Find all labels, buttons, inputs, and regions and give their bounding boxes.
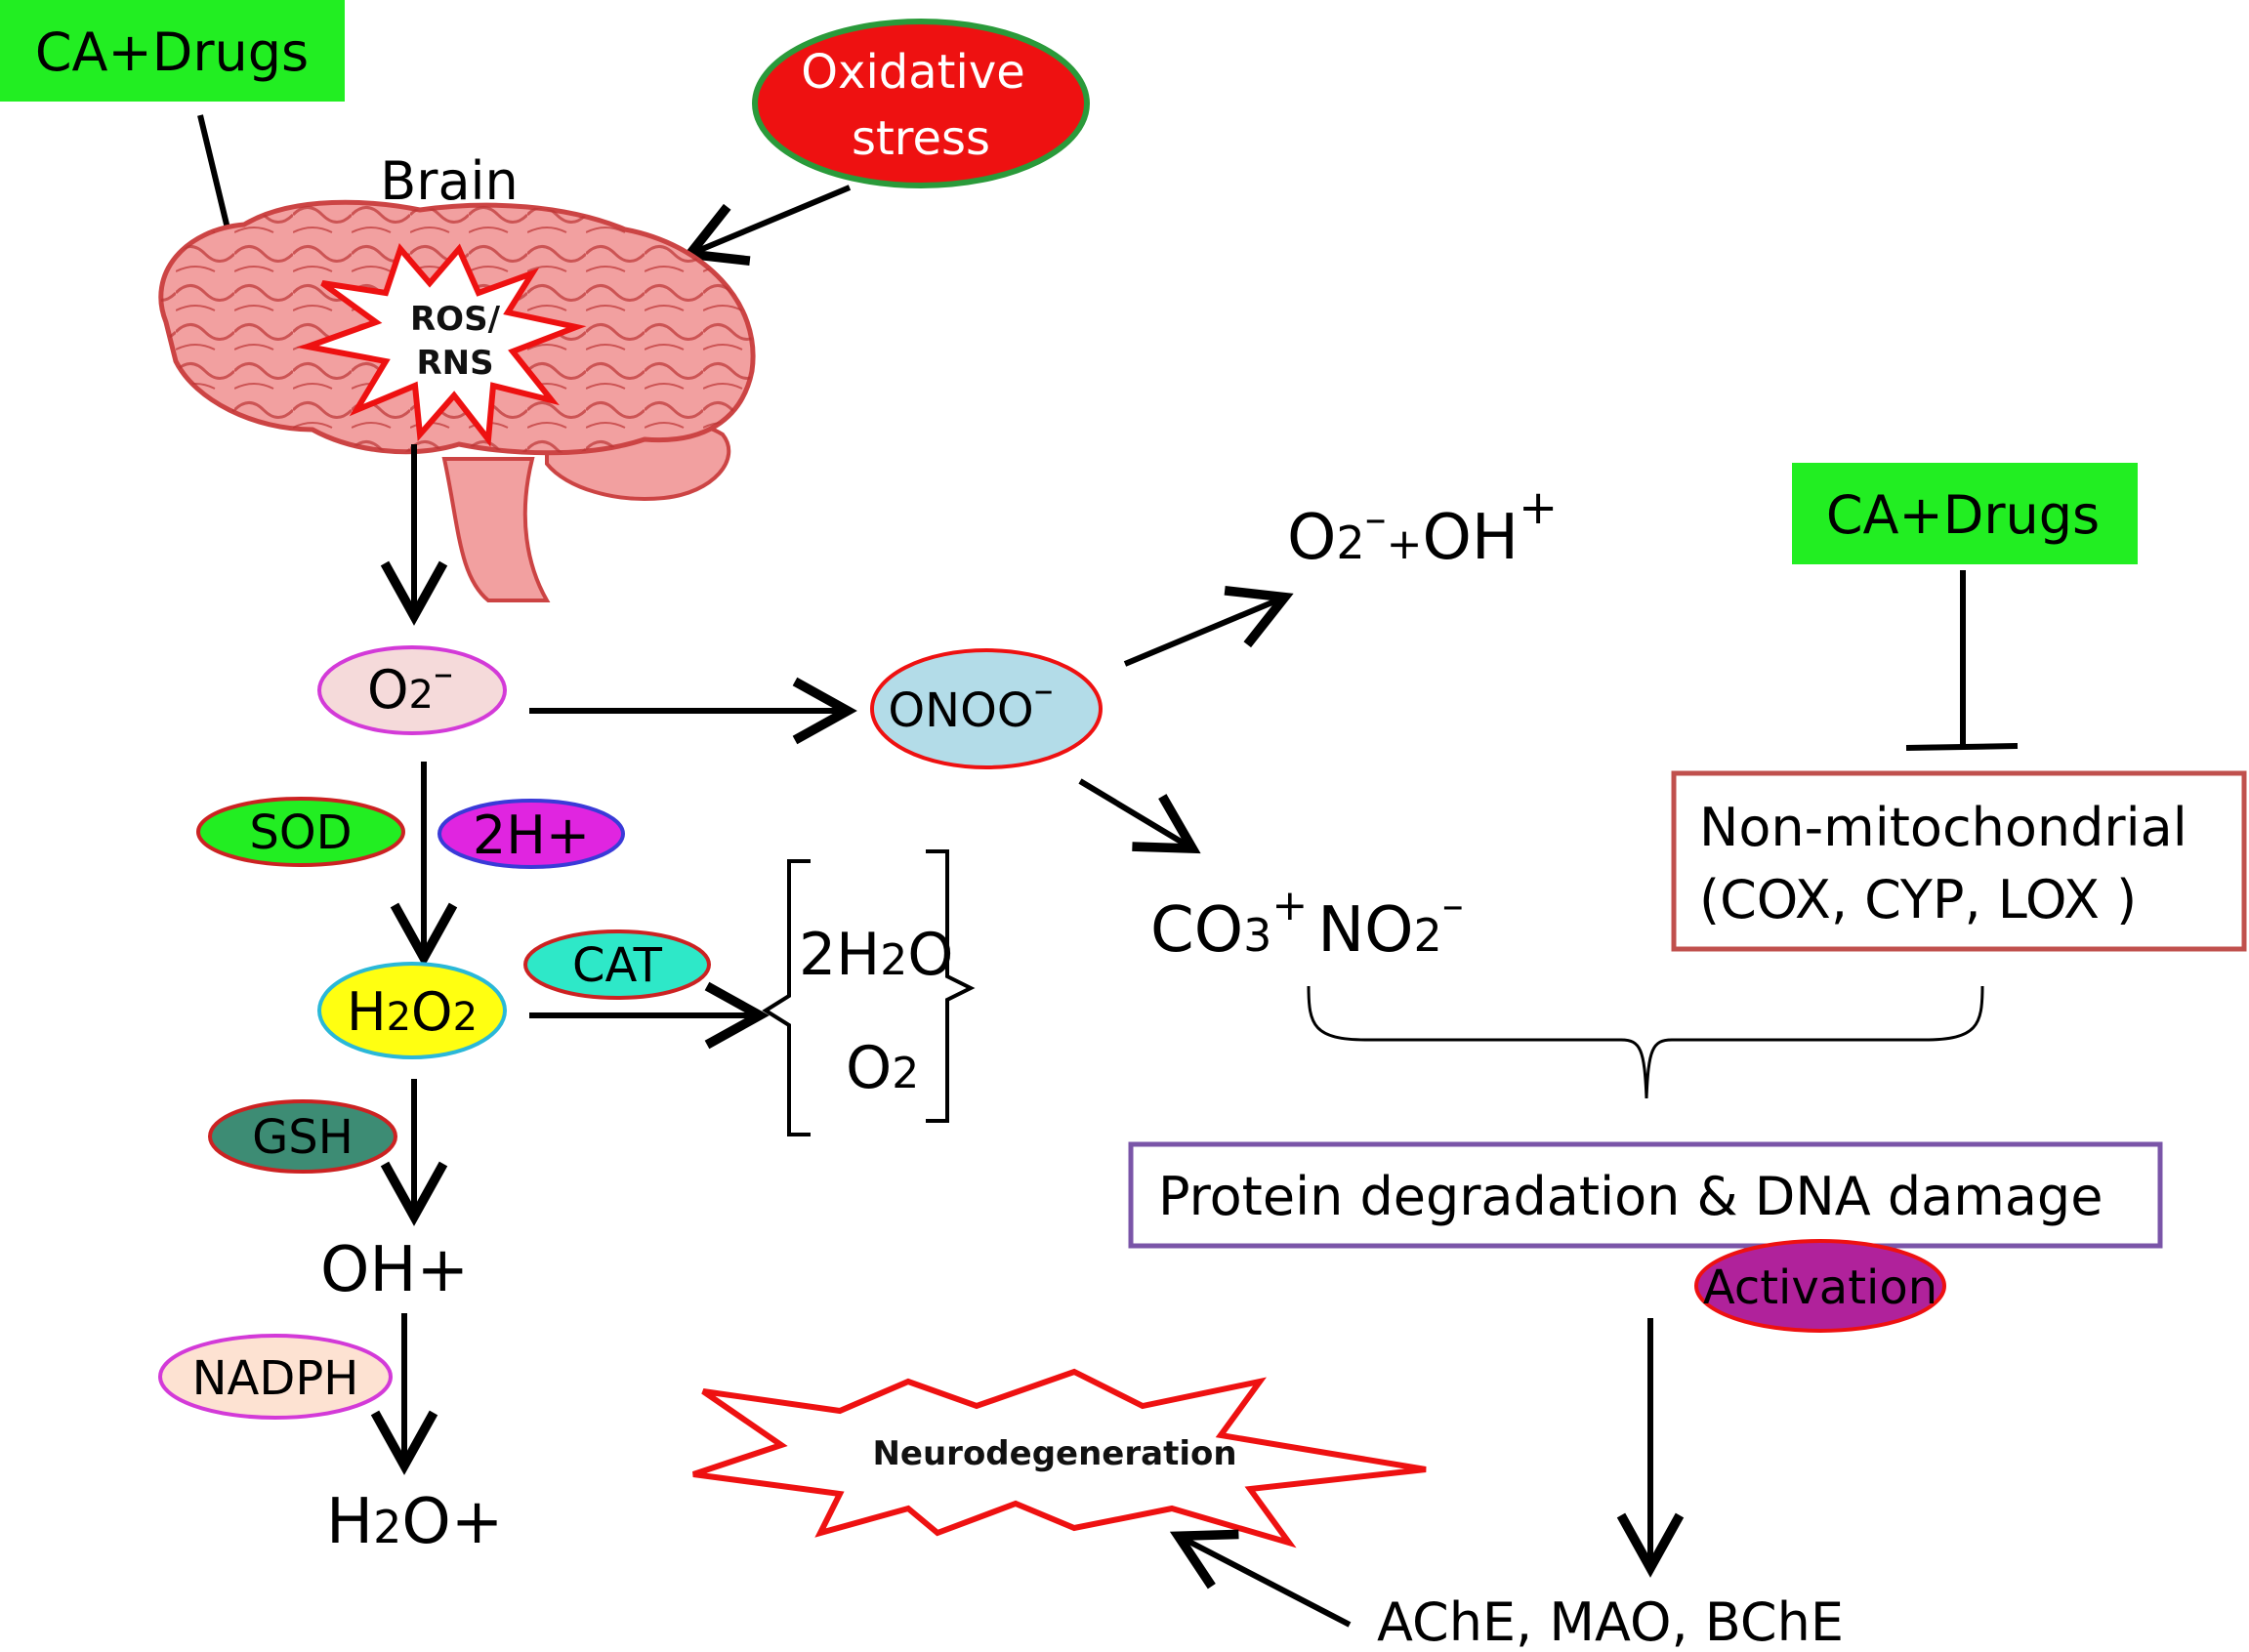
right-inhibition bbox=[1905, 570, 2019, 751]
oxidative-line1: Oxidative bbox=[801, 45, 1025, 100]
top-drug-group: CA+Drugs bbox=[0, 0, 345, 102]
right-drug-box bbox=[1792, 463, 2138, 564]
top-drug-label: CA+Drugs bbox=[35, 21, 309, 83]
right-drug-group: CA+Drugs bbox=[1792, 463, 2138, 564]
nonmito-box bbox=[1671, 770, 2247, 952]
two-h-node: 2H+ bbox=[437, 799, 625, 869]
two-h-ellipse bbox=[437, 799, 625, 869]
ros-burst bbox=[296, 243, 587, 447]
neuro-burst bbox=[692, 1368, 1427, 1549]
gsh-ellipse bbox=[208, 1099, 397, 1174]
o2-minus-label: O2– bbox=[367, 651, 453, 721]
ros-line2: RNS bbox=[416, 344, 493, 383]
activation-ellipse bbox=[1694, 1239, 1946, 1333]
onoo-label: ONOO– bbox=[888, 668, 1053, 738]
h2o2-ellipse bbox=[317, 962, 507, 1059]
two-h-label: 2H+ bbox=[473, 805, 590, 866]
cat-node: CAT bbox=[523, 929, 711, 1000]
right-drug-label: CA+Drugs bbox=[1826, 484, 2100, 546]
activation-label: Activation bbox=[1703, 1260, 1937, 1315]
nonmito-line2: (COX, CYP, LOX ) bbox=[1699, 869, 2137, 930]
arrow-onoo-o2oh bbox=[1123, 586, 1294, 667]
ros-line1: ROS/ bbox=[410, 300, 501, 339]
nonmito-line1: Non-mitochondrial bbox=[1699, 797, 2187, 858]
brain-stem bbox=[441, 457, 551, 602]
nadph-ellipse bbox=[158, 1334, 393, 1420]
nadph-node: NADPH bbox=[158, 1334, 393, 1420]
merge-brace bbox=[1307, 985, 1984, 1099]
arrow-oxidative-brain bbox=[681, 185, 852, 266]
o2-minus-ellipse bbox=[317, 645, 507, 735]
h2o-plus-label: H2O+ bbox=[326, 1486, 503, 1558]
protein-label: Protein degradation & DNA damage bbox=[1158, 1166, 2103, 1227]
h2o2-label: H2O2 bbox=[347, 981, 478, 1043]
o2-minus-node: O2– bbox=[317, 645, 507, 735]
neuro-burst-group: Neurodegeneration bbox=[692, 1368, 1427, 1549]
sod-ellipse bbox=[196, 797, 405, 867]
cat-ellipse bbox=[523, 929, 711, 1000]
arrow-ache-neuro bbox=[1169, 1529, 1352, 1628]
oxidative-ellipse bbox=[752, 19, 1090, 188]
activation-node: Activation bbox=[1694, 1239, 1946, 1333]
onoo-ellipse bbox=[870, 648, 1103, 769]
gsh-node: GSH bbox=[208, 1099, 397, 1174]
bracket-h2o: 2H2O bbox=[799, 921, 954, 989]
oxidative-stress-node: Oxidative stress bbox=[752, 19, 1090, 188]
top-drug-box bbox=[0, 0, 345, 102]
arrow-onoo-co3 bbox=[1078, 778, 1201, 854]
bracket-o2: O2 bbox=[846, 1034, 919, 1102]
products-bracket: 2H2O O2 bbox=[762, 849, 976, 1136]
onoo-node: ONOO– bbox=[870, 648, 1103, 769]
sod-node: SOD bbox=[196, 797, 405, 867]
cat-label: CAT bbox=[572, 938, 663, 993]
nadph-label: NADPH bbox=[192, 1351, 359, 1406]
co3-no2-label: CO3+NO2– bbox=[1150, 881, 1464, 967]
gsh-label: GSH bbox=[252, 1110, 354, 1165]
protein-box-group: Protein degradation & DNA damage bbox=[1128, 1141, 2163, 1249]
brain-label: Brain bbox=[380, 150, 519, 212]
oxidative-line2: stress bbox=[852, 111, 990, 166]
o2-oh-label: O2–+OH+ bbox=[1287, 480, 1558, 574]
nonmito-box-group: Non-mitochondrial (COX, CYP, LOX ) bbox=[1671, 770, 2247, 952]
ache-label: AChE, MAO, BChE bbox=[1377, 1591, 1844, 1652]
h2o2-node: H2O2 bbox=[317, 962, 507, 1059]
sod-label: SOD bbox=[249, 805, 352, 860]
brain-illustration: ROS/ RNS bbox=[158, 199, 756, 602]
neuro-label: Neurodegeneration bbox=[872, 1434, 1236, 1473]
oh-plus-label: OH+ bbox=[320, 1234, 469, 1306]
protein-box bbox=[1128, 1141, 2163, 1249]
